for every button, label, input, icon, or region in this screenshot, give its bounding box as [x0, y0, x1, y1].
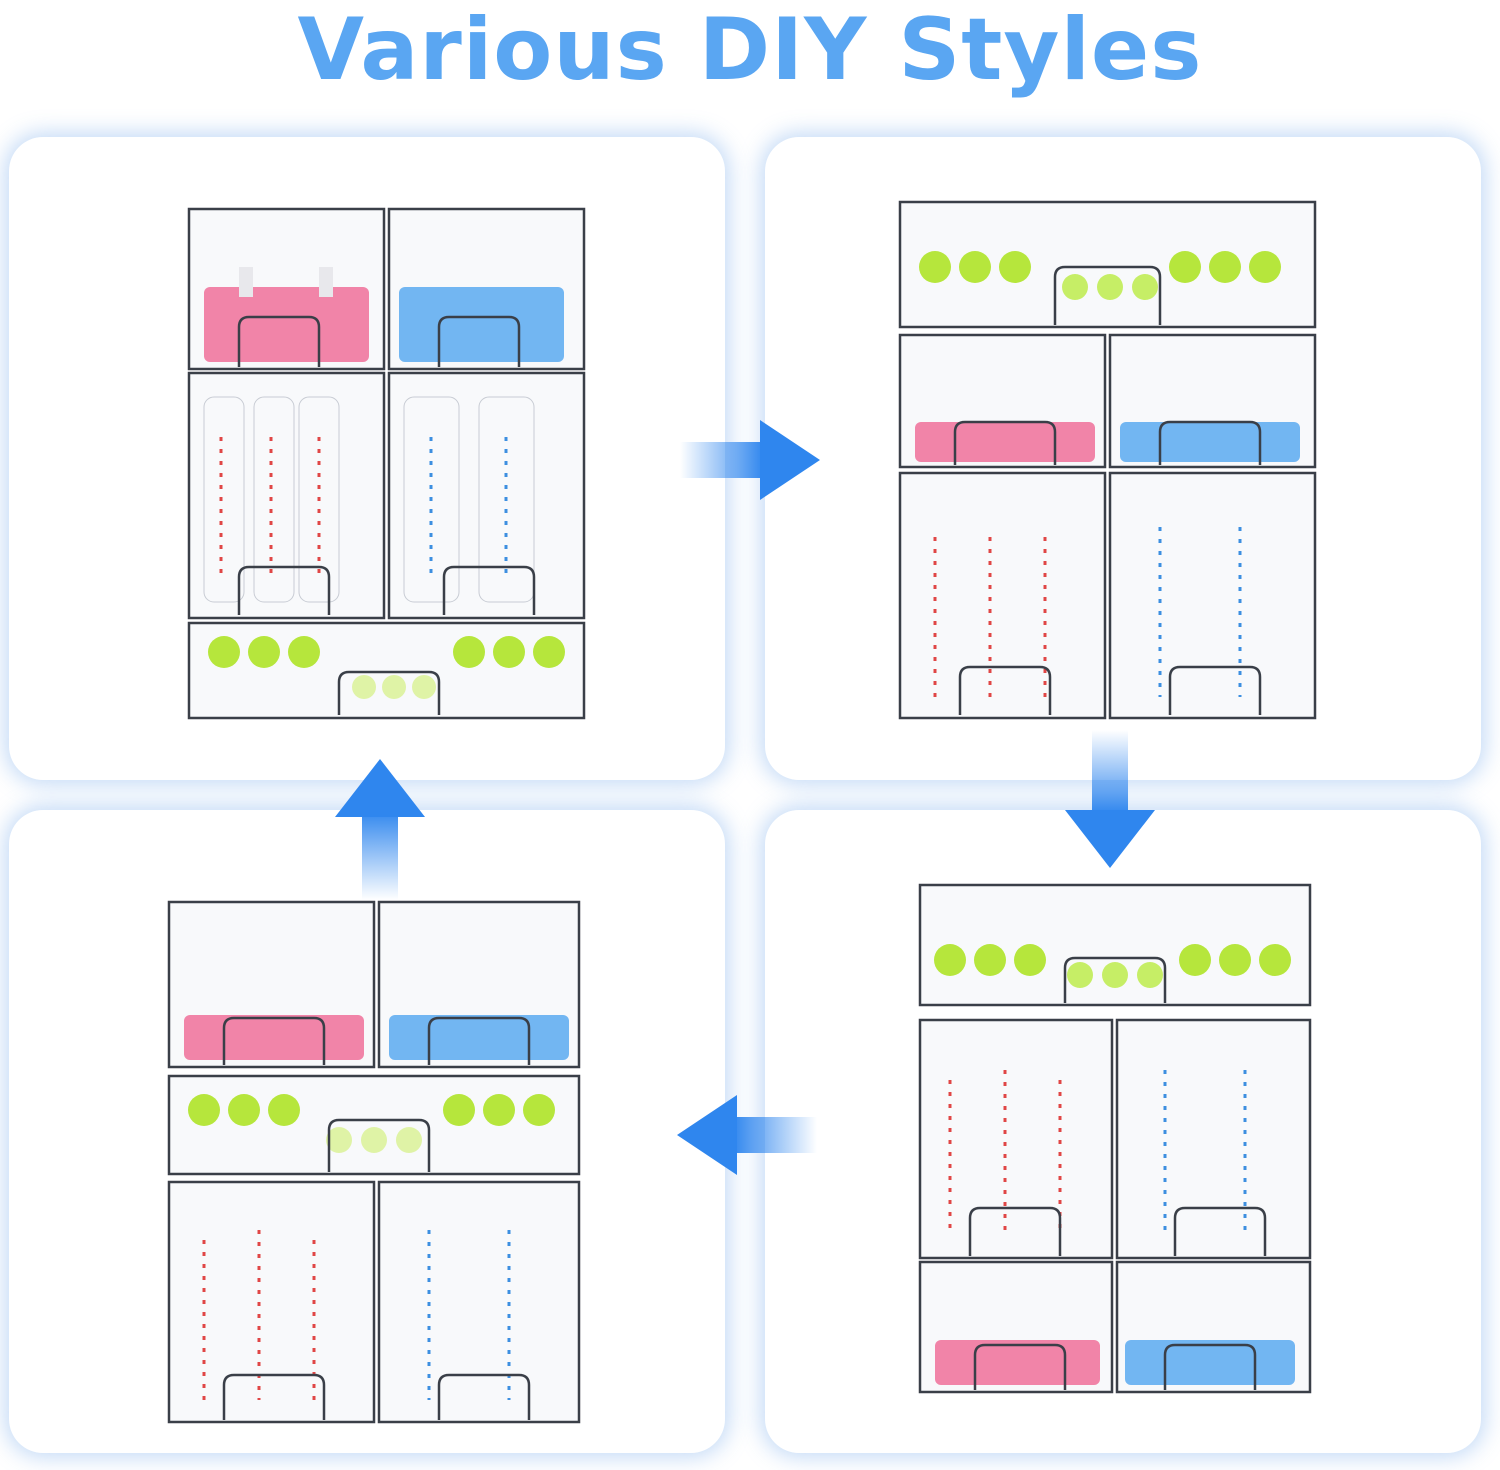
- arrow-left-icon: [677, 1095, 817, 1175]
- drawer-tall-blue-bottles: [387, 371, 586, 620]
- drawer-wide-green-nipples: [167, 1074, 581, 1176]
- style-panel-4: [765, 810, 1481, 1453]
- page-title: Various DIY Styles: [297, 0, 1203, 100]
- drawer-stack-illustration-3: [167, 900, 581, 1424]
- drawer-tall-blue-bottles: [1115, 1018, 1312, 1260]
- drawer-small-pink: [918, 1260, 1114, 1394]
- arrow-down-icon: [1065, 730, 1155, 868]
- style-panel-2: [765, 137, 1481, 780]
- drawer-tall-red-bottles: [187, 371, 386, 620]
- arrow-right-icon: [680, 420, 820, 500]
- drawer-stack-illustration-2: [898, 200, 1317, 720]
- drawer-tall-blue-bottles: [1108, 471, 1317, 720]
- style-panel-1: [9, 137, 725, 780]
- drawer-stack-illustration-1: [187, 207, 586, 720]
- drawer-small-pink: [898, 333, 1107, 469]
- drawer-small-pink: [187, 207, 386, 371]
- drawer-small-pink: [167, 900, 376, 1069]
- drawer-small-blue: [1115, 1260, 1312, 1394]
- drawer-wide-green-nipples: [918, 883, 1312, 1007]
- style-panel-3: [9, 810, 725, 1453]
- drawer-small-blue: [1108, 333, 1317, 469]
- drawer-tall-red-bottles: [167, 1180, 376, 1424]
- drawer-tall-red-bottles: [898, 471, 1107, 720]
- drawer-small-blue: [387, 207, 586, 371]
- drawer-stack-illustration-4: [918, 883, 1312, 1394]
- arrow-up-icon: [335, 759, 425, 900]
- drawer-wide-green-nipples: [187, 621, 586, 720]
- drawer-tall-blue-bottles: [377, 1180, 581, 1424]
- drawer-small-blue: [377, 900, 581, 1069]
- drawer-wide-green-nipples: [898, 200, 1317, 329]
- drawer-tall-red-bottles: [918, 1018, 1114, 1260]
